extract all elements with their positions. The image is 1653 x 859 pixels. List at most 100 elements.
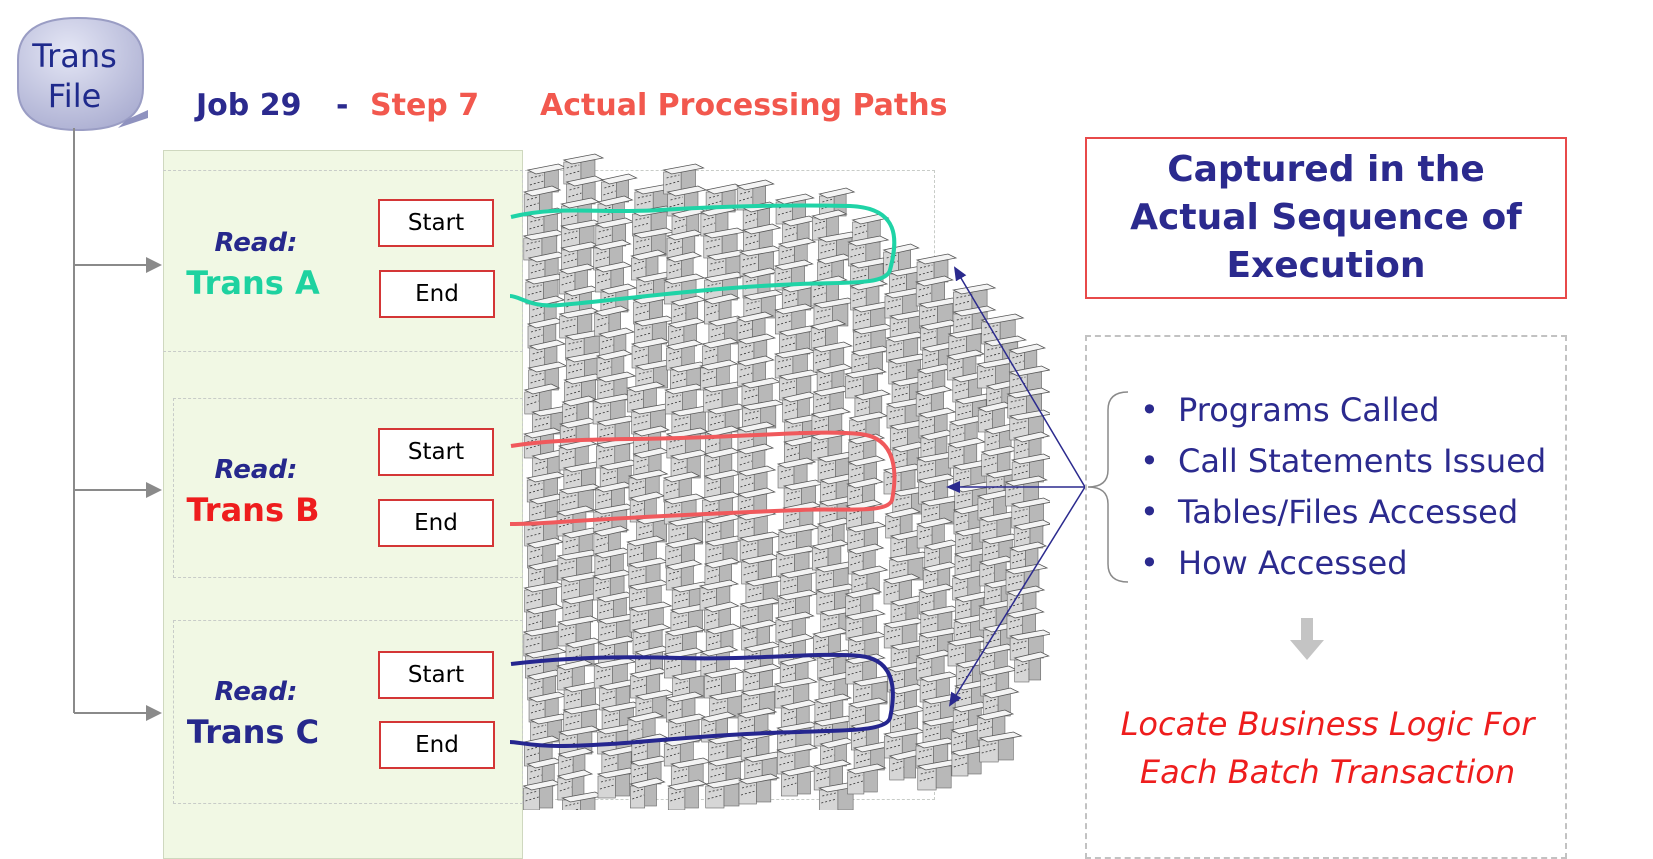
server-block <box>980 445 1020 477</box>
trans-file-line1: Trans <box>32 37 117 75</box>
server-block <box>662 471 701 503</box>
server-block <box>591 393 635 425</box>
bullet-brace <box>1087 391 1129 583</box>
server-block <box>598 679 639 711</box>
server-block <box>778 655 818 687</box>
server-block <box>526 669 565 701</box>
server-block <box>848 411 889 443</box>
server-block <box>527 691 568 723</box>
trans-c-start: Start <box>378 651 494 699</box>
server-block <box>1004 563 1049 595</box>
server-block <box>815 583 859 615</box>
server-block <box>846 763 887 795</box>
conclusion-line1: Locate Business Logic For <box>1120 705 1535 743</box>
server-block <box>914 737 958 769</box>
list-item: •Call Statements Issued <box>1140 442 1547 480</box>
server-block <box>703 293 741 325</box>
server-block <box>819 473 859 505</box>
captured-line2: Actual Sequence of <box>1130 197 1522 238</box>
server-block <box>882 463 925 495</box>
server-block <box>916 759 961 791</box>
list-item: •How Accessed <box>1140 544 1408 582</box>
server-block <box>918 671 959 703</box>
server-block <box>809 275 848 307</box>
trans-c-end: End <box>379 721 495 769</box>
server-block <box>562 681 605 713</box>
server-block <box>701 337 740 369</box>
server-block <box>1005 607 1045 639</box>
server-block <box>665 691 705 723</box>
server-block <box>951 569 990 601</box>
server-block <box>847 543 885 575</box>
server-block <box>946 349 986 381</box>
server-block <box>594 481 634 513</box>
server-block <box>887 353 931 385</box>
server-block <box>667 779 708 810</box>
server-block <box>556 659 594 691</box>
server-block <box>597 613 641 645</box>
server-block <box>977 401 1014 433</box>
server-block <box>885 331 928 363</box>
server-block <box>844 367 887 399</box>
server-block <box>522 185 562 217</box>
list-item: •Programs Called <box>1140 391 1440 429</box>
server-block <box>740 619 779 651</box>
server-block <box>978 731 1023 763</box>
server-block <box>702 381 747 413</box>
server-block <box>523 383 561 415</box>
server-block <box>811 539 851 571</box>
server-block <box>978 511 1021 543</box>
server-block <box>915 517 954 549</box>
server-block <box>557 747 595 779</box>
trans-a-group <box>163 170 523 352</box>
tree-connectors <box>73 128 162 721</box>
server-block <box>780 765 820 797</box>
server-block <box>596 767 639 799</box>
server-block <box>779 567 821 599</box>
server-block <box>522 427 563 459</box>
trans-b-start: Start <box>378 428 494 476</box>
server-block <box>849 279 889 311</box>
server-block <box>814 561 858 593</box>
server-block <box>626 535 666 567</box>
server-block <box>1008 343 1047 375</box>
server-block <box>781 391 819 423</box>
trans-b-name: Trans B <box>186 491 320 529</box>
server-block <box>850 565 889 597</box>
server-block <box>1008 629 1050 661</box>
server-block <box>811 209 848 241</box>
server-block <box>889 529 929 561</box>
server-block <box>918 583 956 615</box>
step-label: Step 7 <box>370 88 480 123</box>
server-block <box>979 665 1018 697</box>
server-block <box>737 333 777 365</box>
trans-a-path <box>509 203 897 308</box>
server-block <box>592 239 632 271</box>
server-block <box>592 503 637 535</box>
server-block <box>884 507 922 539</box>
server-block <box>976 357 1020 389</box>
server-block <box>1013 651 1050 683</box>
trans-c-read-label: Read: <box>214 677 298 707</box>
server-block <box>630 249 668 281</box>
trans-a-start: Start <box>378 199 494 247</box>
server-block <box>593 305 630 337</box>
server-block <box>809 319 847 351</box>
server-block <box>702 227 747 259</box>
server-block <box>736 443 775 475</box>
list-item: •Tables/Files Accessed <box>1140 493 1519 531</box>
server-block <box>846 521 887 553</box>
server-block <box>562 461 605 493</box>
trans-b-group <box>173 398 523 578</box>
server-block <box>882 573 921 605</box>
server-block <box>527 559 567 591</box>
server-block <box>665 251 703 283</box>
server-block <box>742 223 782 255</box>
server-block <box>592 657 637 689</box>
server-block <box>850 345 892 377</box>
trans-file-line2: File <box>47 77 102 115</box>
trans-a-end: End <box>379 270 495 318</box>
server-block <box>735 311 775 343</box>
trans-c-path <box>509 652 895 749</box>
server-block <box>978 643 1017 675</box>
